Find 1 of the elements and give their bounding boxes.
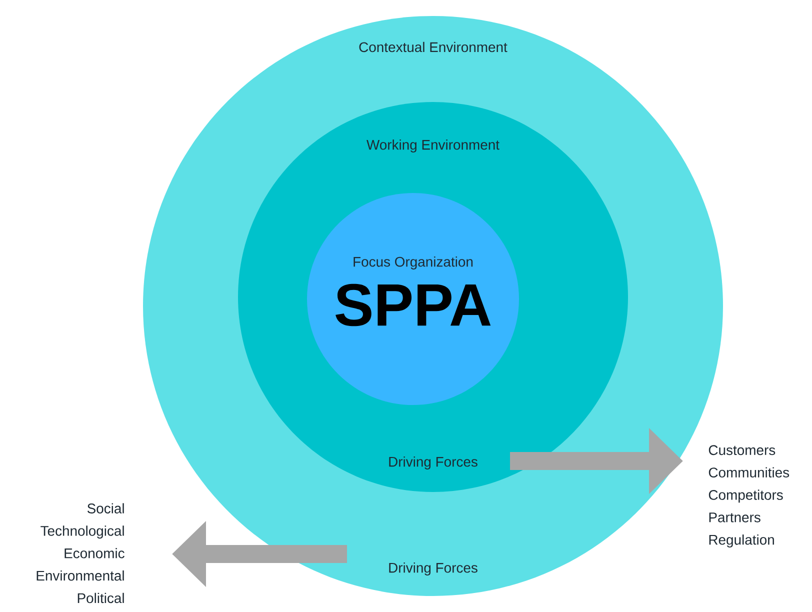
word-list: Social Technological Economic Environmental Political: [36, 503, 124, 604]
